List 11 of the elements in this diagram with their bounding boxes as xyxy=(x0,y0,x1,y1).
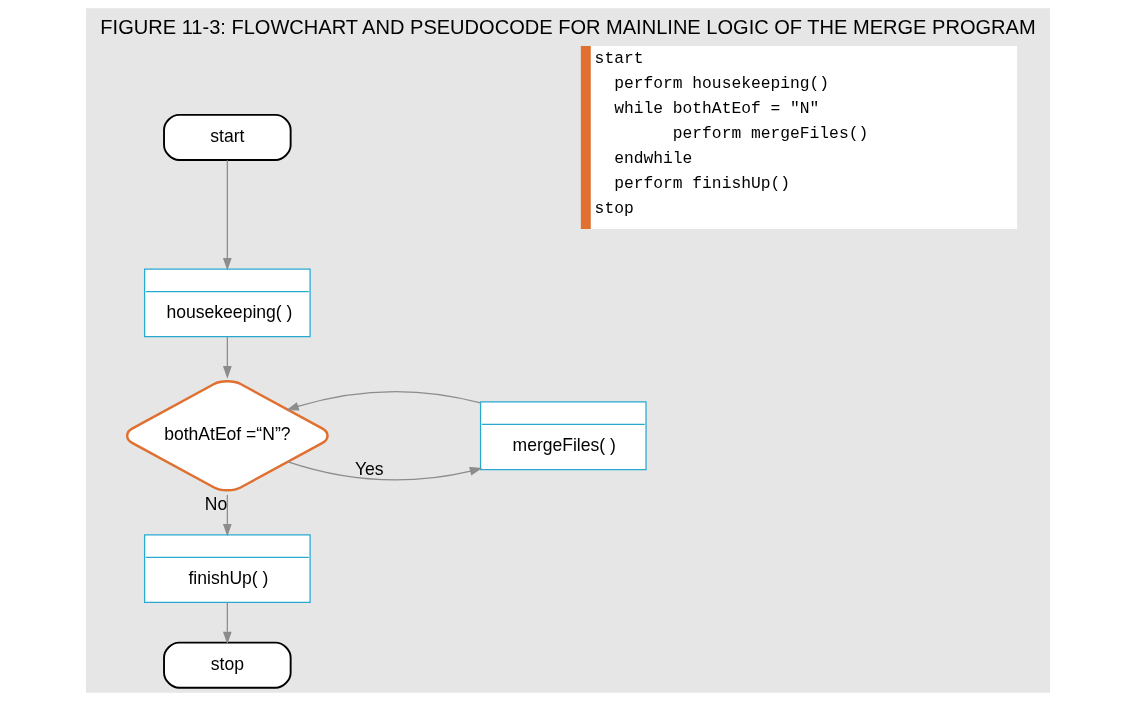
arrow xyxy=(285,391,481,411)
arrow xyxy=(222,159,232,271)
arrow xyxy=(222,336,232,379)
diagram-title: FIGURE 11-3: FLOWCHART AND PSEUDOCODE FOR MAINLINE LOGIC OF THE MERGE PROGRAM xyxy=(99,16,1036,39)
node-box: stop xyxy=(162,641,292,689)
edge-label: No xyxy=(204,493,227,514)
arrow xyxy=(222,602,232,645)
arrow xyxy=(286,461,482,481)
arrow xyxy=(222,494,232,537)
node-box: start xyxy=(162,113,292,161)
edge-label: Yes xyxy=(354,458,384,479)
